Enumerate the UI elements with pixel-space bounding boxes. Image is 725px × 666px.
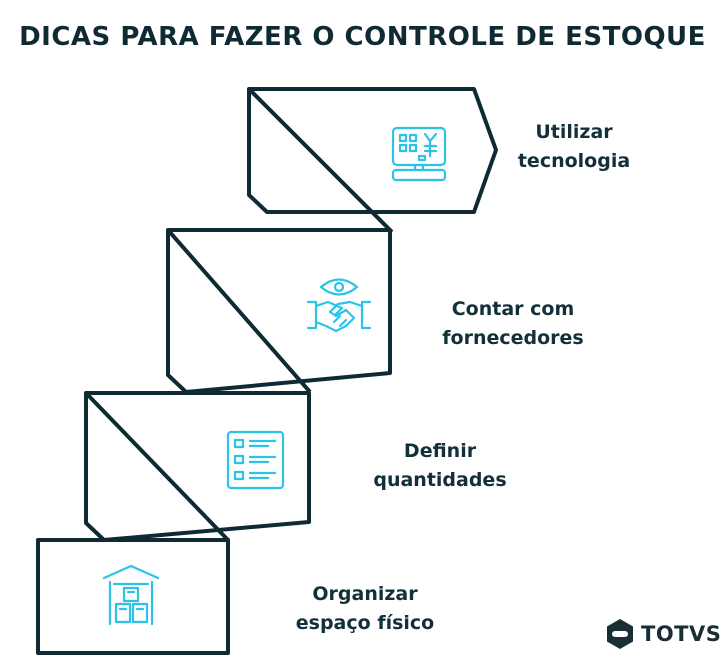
- step-label-line1: Definir: [403, 440, 477, 462]
- step-label-organizar-espaco: Organizar espaço físico: [270, 580, 460, 638]
- step-label-utilizar-tecnologia: Utilizar tecnologia: [494, 118, 654, 176]
- page-title: DICAS PARA FAZER O CONTROLE DE ESTOQUE: [19, 22, 706, 52]
- handshake-eye-icon: [306, 278, 372, 333]
- totvs-logo-icon: [607, 619, 633, 649]
- step-label-line2: quantidades: [373, 469, 507, 491]
- checklist-icon: [226, 430, 285, 490]
- step-label-line1: Utilizar: [535, 121, 613, 143]
- totvs-logo: TOTVS: [605, 618, 721, 650]
- step-organizar-espaco: [36, 538, 230, 655]
- step-label-line1: Contar com: [451, 298, 575, 320]
- step-label-definir-quantidades: Definir quantidades: [350, 437, 530, 495]
- step-contar-fornecedores: [166, 228, 392, 394]
- step-label-line2: tecnologia: [517, 150, 631, 172]
- logo-text: TOTVS: [641, 622, 722, 646]
- step-label-contar-fornecedores: Contar com fornecedores: [413, 295, 613, 353]
- step-label-line2: espaço físico: [295, 612, 435, 634]
- step-definir-quantidades: [84, 391, 311, 542]
- step-label-line1: Organizar: [312, 583, 418, 605]
- step-label-line2: fornecedores: [442, 327, 584, 349]
- warehouse-boxes-icon: [102, 564, 160, 626]
- step-utilizar-tecnologia: [247, 87, 498, 234]
- computer-terminal-icon: [391, 126, 447, 182]
